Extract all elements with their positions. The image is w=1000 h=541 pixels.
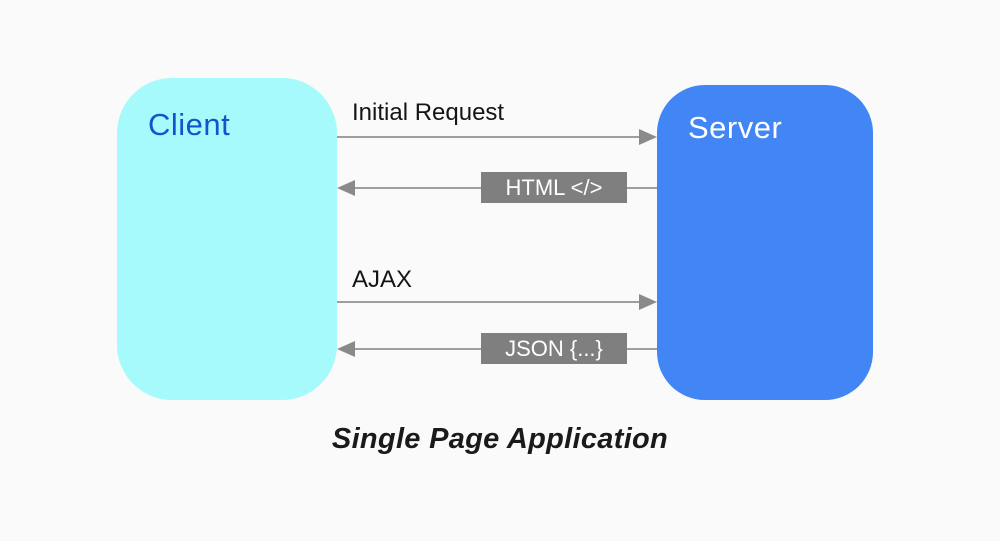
client-node: Client (117, 78, 337, 400)
arrowhead-right-icon (639, 129, 657, 145)
server-node: Server (657, 85, 873, 400)
initial-request-arrow (337, 129, 657, 145)
initial-request-label: Initial Request (352, 99, 505, 126)
server-node-label: Server (688, 110, 783, 145)
arrowhead-left-icon (337, 180, 355, 196)
ajax-arrow (337, 294, 657, 310)
arrowhead-left-icon (337, 341, 355, 357)
arrow-line (337, 301, 641, 303)
client-node-label: Client (148, 107, 231, 142)
arrow-line (337, 136, 641, 138)
ajax-label: AJAX (352, 266, 413, 293)
html-response-tag: HTML </> (481, 172, 627, 203)
arrowhead-right-icon (639, 294, 657, 310)
json-response-tag: JSON {...} (481, 333, 627, 364)
diagram-caption: Single Page Application (331, 423, 669, 455)
